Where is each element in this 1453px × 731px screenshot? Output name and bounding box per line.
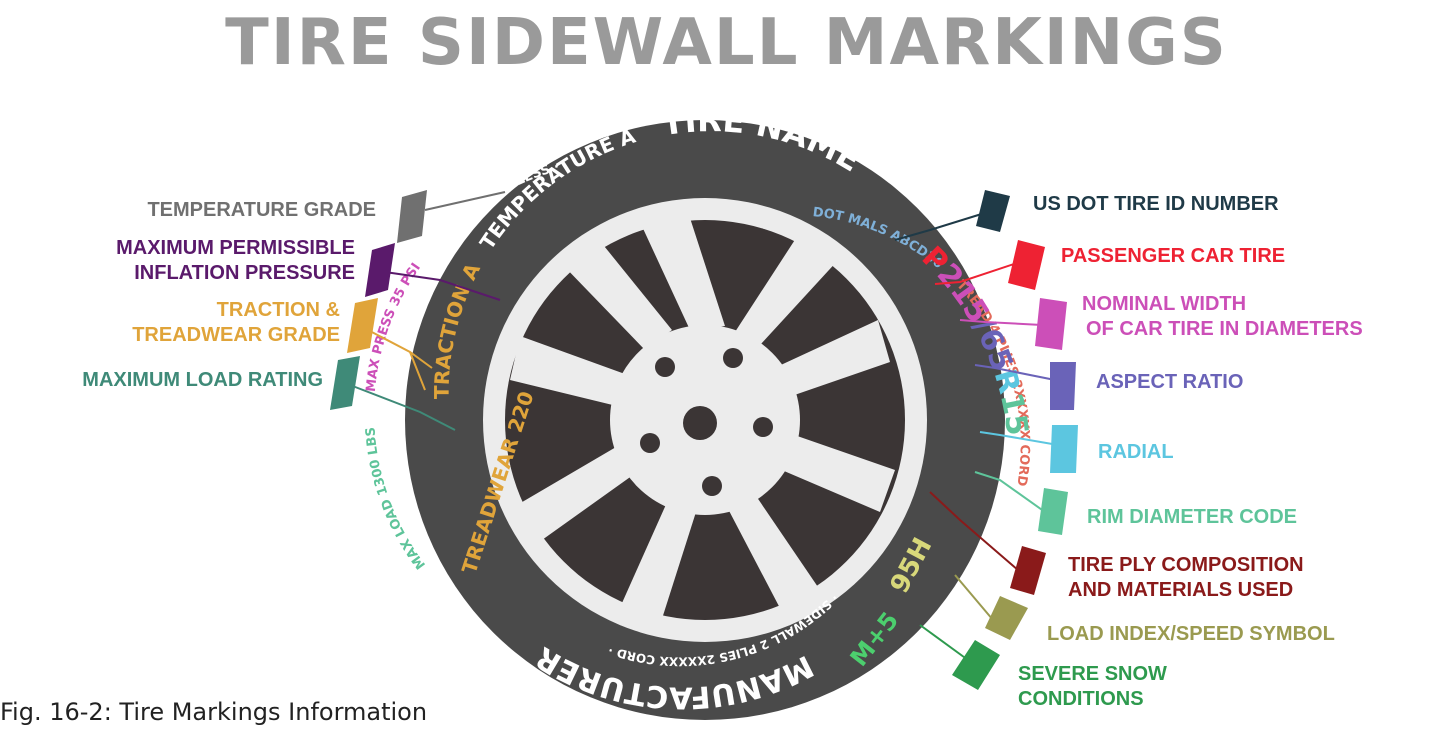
figure-caption: Fig. 16-2: Tire Markings Information — [0, 698, 428, 726]
tab-inflation — [365, 243, 395, 297]
label-traction-line1: TRACTION & — [216, 299, 340, 321]
label-traction-line2: TREADWEAR GRADE — [132, 324, 340, 346]
tab-dot — [976, 190, 1010, 232]
tab-snow — [952, 640, 1000, 690]
label-ply-line2: AND MATERIALS USED — [1068, 579, 1294, 601]
size-rim-mark: 15 — [993, 390, 1034, 438]
page-title: TIRE SIDEWALL MARKINGS — [225, 6, 1228, 80]
wheel-spokes — [510, 218, 895, 625]
label-rim: RIM DIAMETER CODE — [1087, 506, 1297, 528]
label-width-line2: OF CAR TIRE IN DIAMETERS — [1086, 318, 1363, 340]
tab-rim — [1038, 488, 1068, 535]
label-snow-line2: CONDITIONS — [1018, 688, 1144, 710]
lug-nuts — [640, 348, 773, 496]
label-max-inflation-line1: MAXIMUM PERMISSIBLE — [116, 237, 355, 259]
label-max-load: MAXIMUM LOAD RATING — [82, 369, 323, 391]
label-load-speed: LOAD INDEX/SPEED SYMBOL — [1047, 623, 1335, 645]
label-passenger: PASSENGER CAR TIRE — [1061, 245, 1286, 267]
tab-load-speed — [985, 596, 1028, 640]
label-dot-id: US DOT TIRE ID NUMBER — [1033, 193, 1279, 215]
label-snow-line1: SEVERE SNOW — [1018, 663, 1167, 685]
tab-ply — [1010, 546, 1046, 595]
label-width-line1: NOMINAL WIDTH — [1082, 293, 1247, 315]
label-ply: TIRE PLY COMPOSITION AND MATERIALS USED — [1068, 553, 1304, 603]
tab-radial — [1050, 425, 1078, 473]
label-traction: TRACTION & TREADWEAR GRADE — [132, 298, 340, 348]
label-ply-line1: TIRE PLY COMPOSITION — [1068, 554, 1304, 576]
label-temperature-grade: TEMPERATURE GRADE — [147, 199, 376, 221]
tab-passenger — [1008, 240, 1045, 290]
label-tabs — [330, 190, 1078, 690]
label-max-inflation-line2: INFLATION PRESSURE — [134, 262, 355, 284]
tab-aspect — [1050, 362, 1076, 410]
label-snow: SEVERE SNOW CONDITIONS — [1018, 662, 1167, 712]
tab-temperature — [397, 190, 427, 243]
label-aspect: ASPECT RATIO — [1096, 371, 1244, 393]
tab-traction — [347, 298, 378, 353]
tab-load — [330, 356, 360, 410]
label-radial: RADIAL — [1098, 441, 1174, 463]
label-max-inflation: MAXIMUM PERMISSIBLE INFLATION PRESSURE — [116, 236, 355, 286]
leader-lines — [349, 191, 1059, 661]
tab-width — [1035, 298, 1067, 350]
label-width: NOMINAL WIDTH OF CAR TIRE IN DIAMETERS — [1082, 292, 1363, 342]
